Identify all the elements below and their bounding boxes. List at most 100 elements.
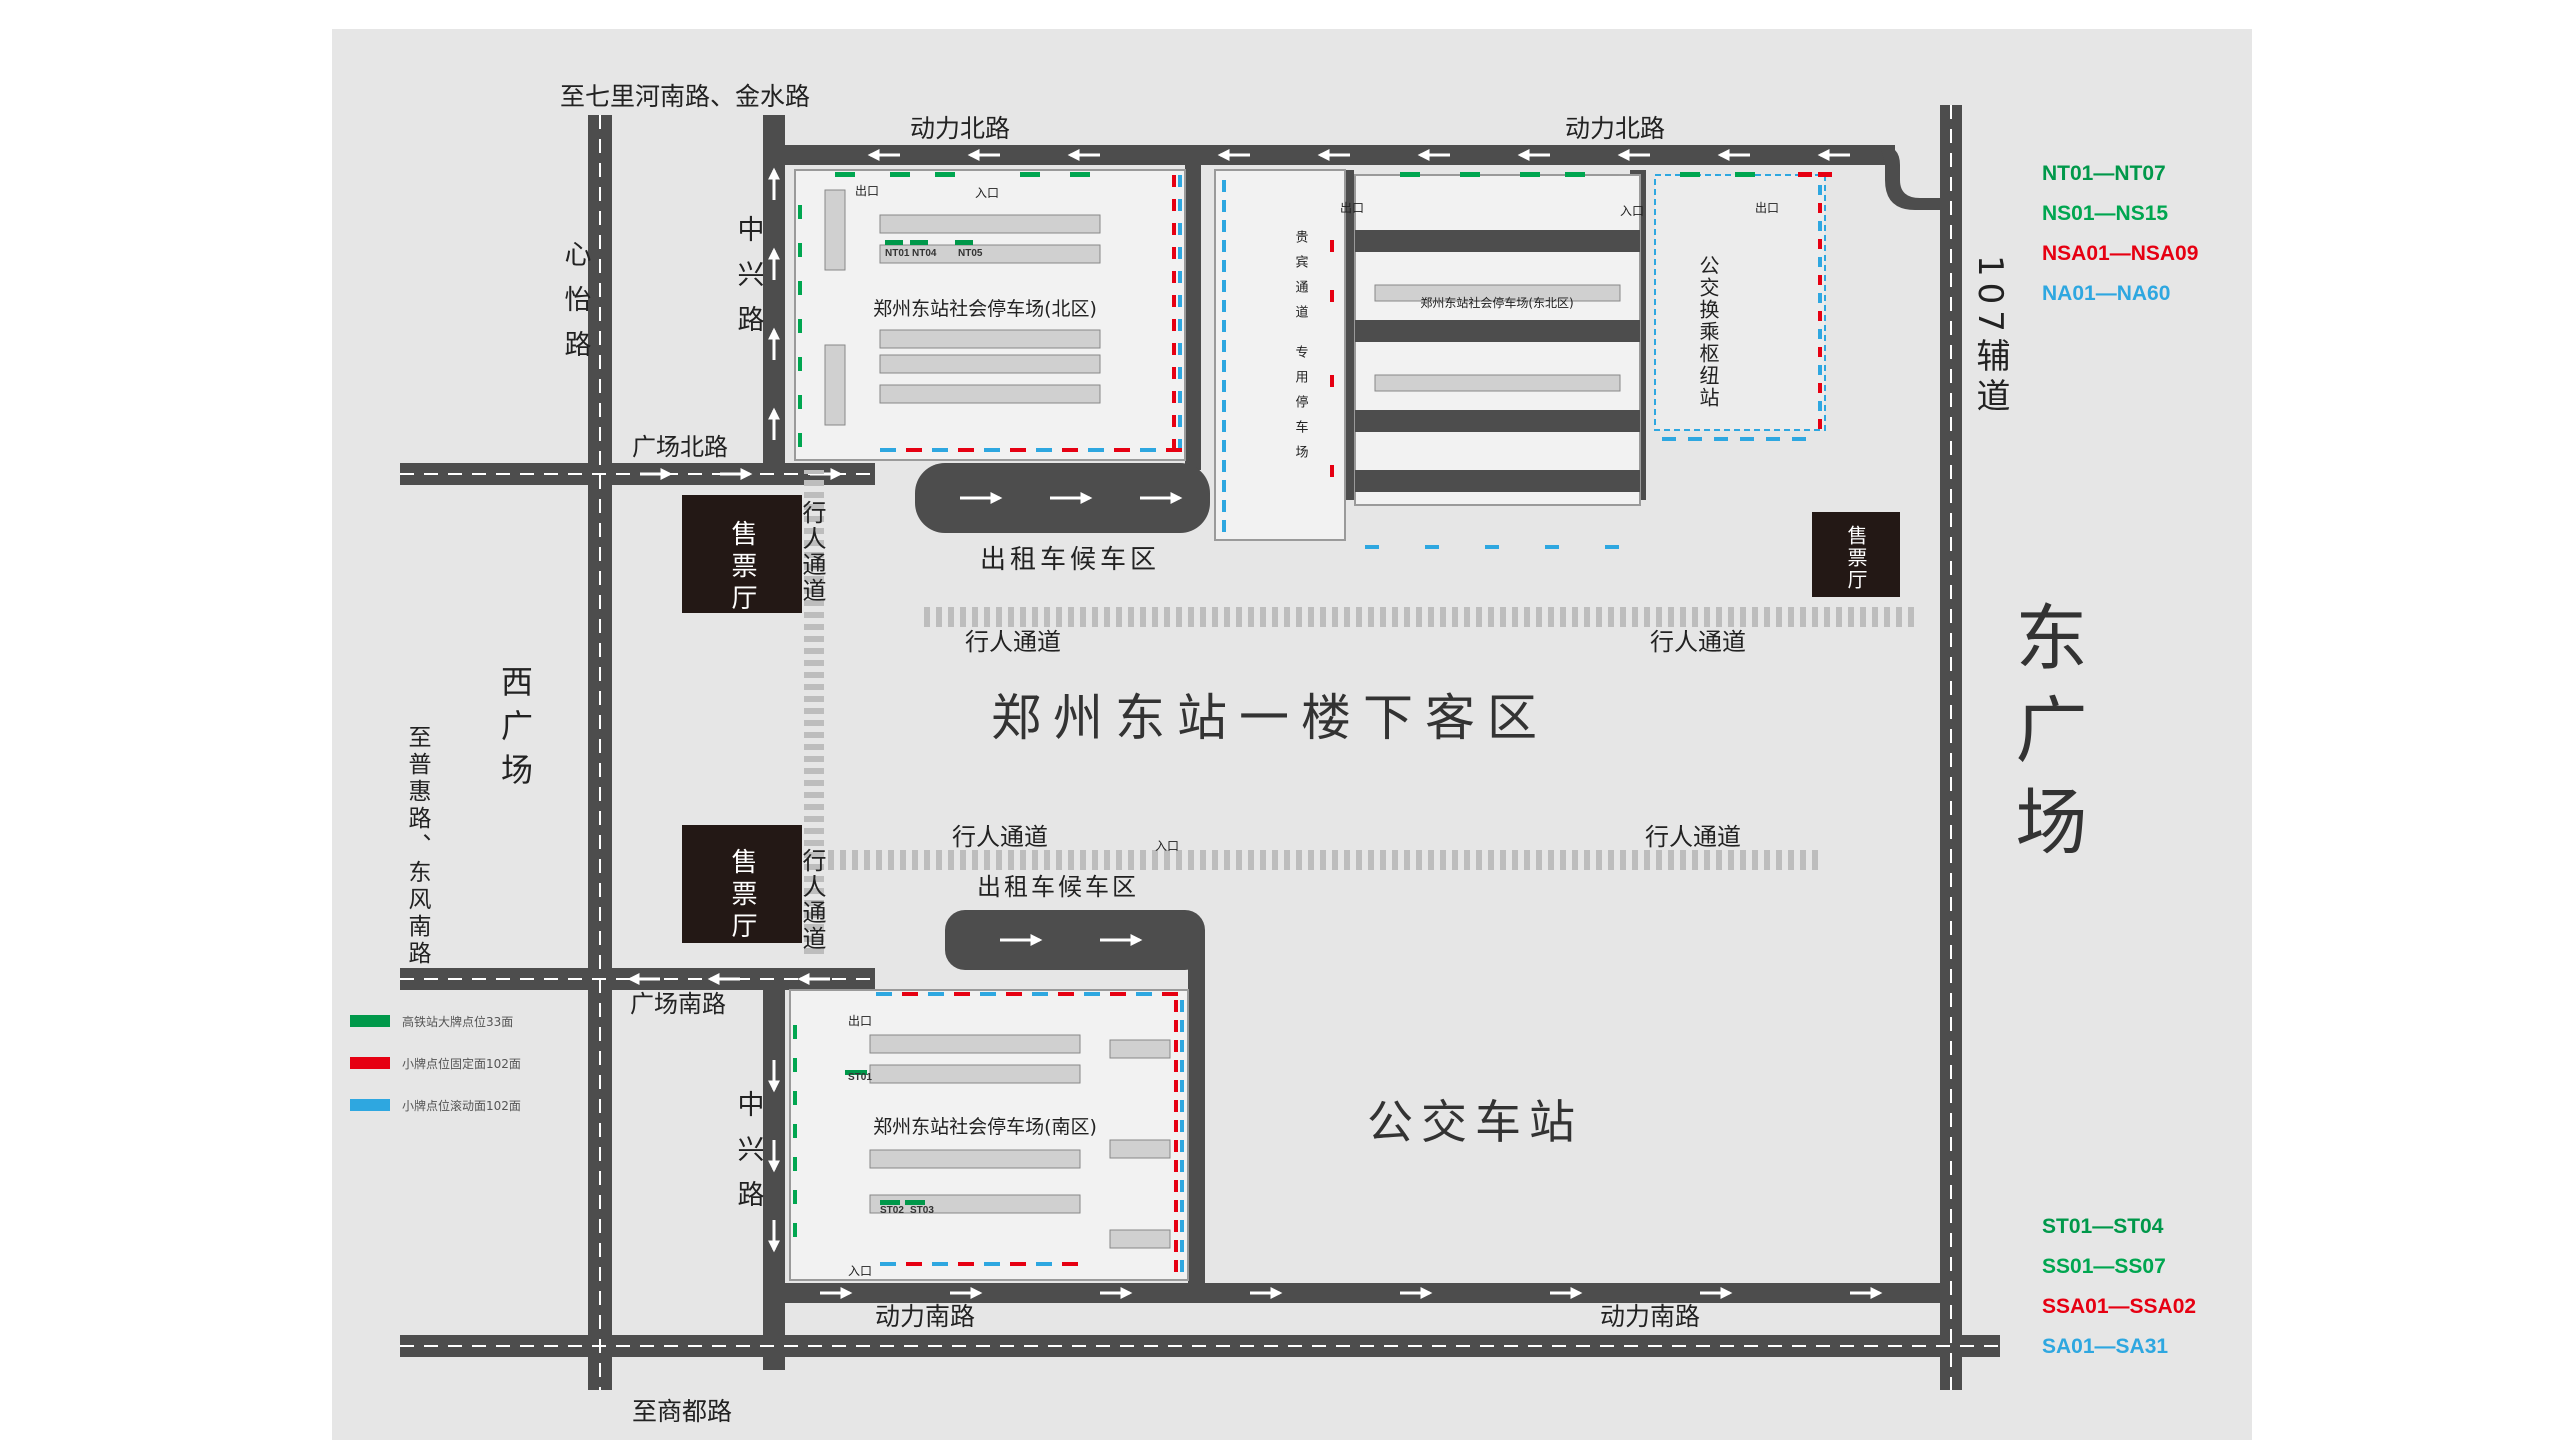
exit-label-1: 出口 [855,184,879,198]
bus-station-label: 公交车站 [1367,1095,1583,1149]
slot-marker-ne-bottom-4 [1605,545,1619,549]
slot-label-st03: ST03 [910,1205,934,1216]
slot-marker-north-east-2 [1178,223,1182,235]
slot-marker-south-top-0 [876,992,892,996]
guangchang-north-label: 广场北路 [632,433,728,461]
slot-marker-south-east-4 [1180,1080,1184,1092]
dongli-south-label-2: 动力南路 [1600,1302,1700,1331]
slot-marker-dedicated-6 [1222,300,1226,312]
west-square-label: 西广场 [496,665,534,797]
slot-marker-south-east-0 [1180,1000,1184,1012]
slot-marker-bus-3 [1818,239,1822,249]
slot-marker-ne-bottom-3 [1545,545,1559,549]
key-swatch-red [350,1057,390,1069]
dongli-north-curve [1880,145,1945,210]
slot-marker-south-east-red-1 [1174,1020,1178,1032]
slot-marker-south-east-8 [1180,1160,1184,1172]
slot-marker-south-top-3 [954,992,970,996]
slot-marker-dedicated-red-1 [1330,290,1334,302]
zhongxing-south-label: 中兴路 [733,1090,764,1225]
slot-marker-bus-1 [1818,203,1822,213]
dedicated-parking-label: 专用停车场 [1293,345,1309,470]
dongli-south-label-1: 动力南路 [875,1302,975,1331]
slot-marker-dedicated-13 [1222,440,1226,452]
slot-marker-north-west-5 [798,395,802,409]
slot-marker-north-east-3 [1178,247,1182,259]
slot-marker-south-top-7 [1058,992,1074,996]
parking-slot-markers [793,172,1832,1272]
slot-marker-north-west-2 [798,281,802,295]
exit-label-2: 出口 [1340,201,1364,215]
slot-marker-south-bottom-6 [1036,1262,1052,1266]
slot-marker-bus-11 [1818,383,1822,393]
slot-marker-bus-10 [1818,365,1822,375]
slot-marker-bus-5 [1818,275,1822,285]
slot-labels: NT01 NT04 NT05 ST01 ST02 ST03 [848,248,983,1216]
slot-marker-ne-top-0 [1400,172,1420,177]
north-east-parking-lot [1354,174,1641,506]
slot-marker-bus-8 [1818,329,1822,339]
legend-north-4: NA01—NA60 [2042,282,2170,305]
slot-marker-bus-bottom-1 [1688,437,1702,441]
slot-marker-dedicated-16 [1222,500,1226,512]
slot-marker-bus-4 [1818,257,1822,267]
slot-marker-south-west-4 [793,1157,797,1171]
slot-marker-dedicated-0 [1222,180,1226,192]
slot-label-st02: ST02 [880,1205,904,1216]
slot-marker-south-east-2 [1180,1040,1184,1052]
slot-marker-south-east-1 [1180,1020,1184,1032]
legend-south-4: SA01—SA31 [2042,1335,2168,1358]
slot-label-nt04: NT04 [912,248,937,259]
slot-marker-north-east-6 [1178,319,1182,331]
north-top-road-label: 至七里河南路、金水路 [560,82,810,111]
dongli-north-label-1: 动力北路 [910,114,1010,143]
entry-label-2: 入口 [1620,204,1644,218]
slot-marker-north-east-4 [1178,271,1182,283]
vip-channel-label: 贵宾通道 [1293,230,1309,330]
slot-marker-south-east-red-3 [1174,1060,1178,1072]
slot-marker-north-east-10 [1178,415,1182,427]
pedestrian-vertical-label-1: 行人通道 [798,500,826,604]
slot-marker-bus-9 [1818,347,1822,357]
taxi-loop-south [945,910,1205,970]
ticket-hall-north-west [682,495,802,613]
slot-marker-north-east-red-10 [1172,415,1176,427]
east-square-label: 东广场 [2003,600,2087,876]
slot-marker-north-bottom-7 [1062,448,1078,452]
slot-marker-bus-bottom-5 [1792,437,1806,441]
slot-marker-ne-top-4 [1680,172,1700,177]
slot-marker-bus-bottom-3 [1740,437,1754,441]
guangchang-north-road [400,463,875,485]
slot-marker-dedicated-8 [1222,340,1226,352]
slot-marker-south-east-red-6 [1174,1120,1178,1132]
slot-marker-south-east-red-10 [1174,1200,1178,1212]
slot-marker-north-east-red-0 [1172,175,1176,187]
slot-marker-ne-top-3 [1565,172,1585,177]
legend-south-3: SSA01—SSA02 [2042,1295,2196,1318]
slot-marker-dedicated-7 [1222,320,1226,332]
slot-marker-north-east-red-11 [1172,439,1176,451]
ticket-hall-south-west [682,825,802,943]
slot-marker-dedicated-3 [1222,240,1226,252]
dongli-south-road [775,1283,1945,1303]
south-parking-lot [789,989,1189,1281]
slot-marker-north-top-1 [890,172,910,177]
pedestrian-label-2: 行人通道 [1650,628,1746,656]
slot-marker-bus-13 [1818,419,1822,429]
slot-label-nt01: NT01 [885,248,910,259]
slot-marker-ne-top-5 [1735,172,1755,177]
slot-marker-north-east-red-4 [1172,271,1176,283]
slot-marker-south-east-red-8 [1174,1160,1178,1172]
vertical-labels: 心怡路 中兴路 中兴路 西广场 至普惠路、东风南路 东广场 107辅道 贵宾通道… [404,215,2087,1225]
key-text-red: 小牌点位固定面102面 [402,1056,521,1071]
slot-marker-south-top-1 [902,992,918,996]
slot-marker-south-bottom-5 [1010,1262,1026,1266]
slot-marker-south-west-1 [793,1058,797,1072]
slot-marker-north-east-5 [1178,295,1182,307]
slot-marker-north-east-red-3 [1172,247,1176,259]
slot-marker-bus-bottom-0 [1662,437,1676,441]
entry-label-1: 入口 [975,186,999,200]
slot-marker-south-top-8 [1084,992,1100,996]
slot-marker-north-bottom-9 [1114,448,1130,452]
ticket-hall-label-2: 售票厅 [727,848,757,944]
